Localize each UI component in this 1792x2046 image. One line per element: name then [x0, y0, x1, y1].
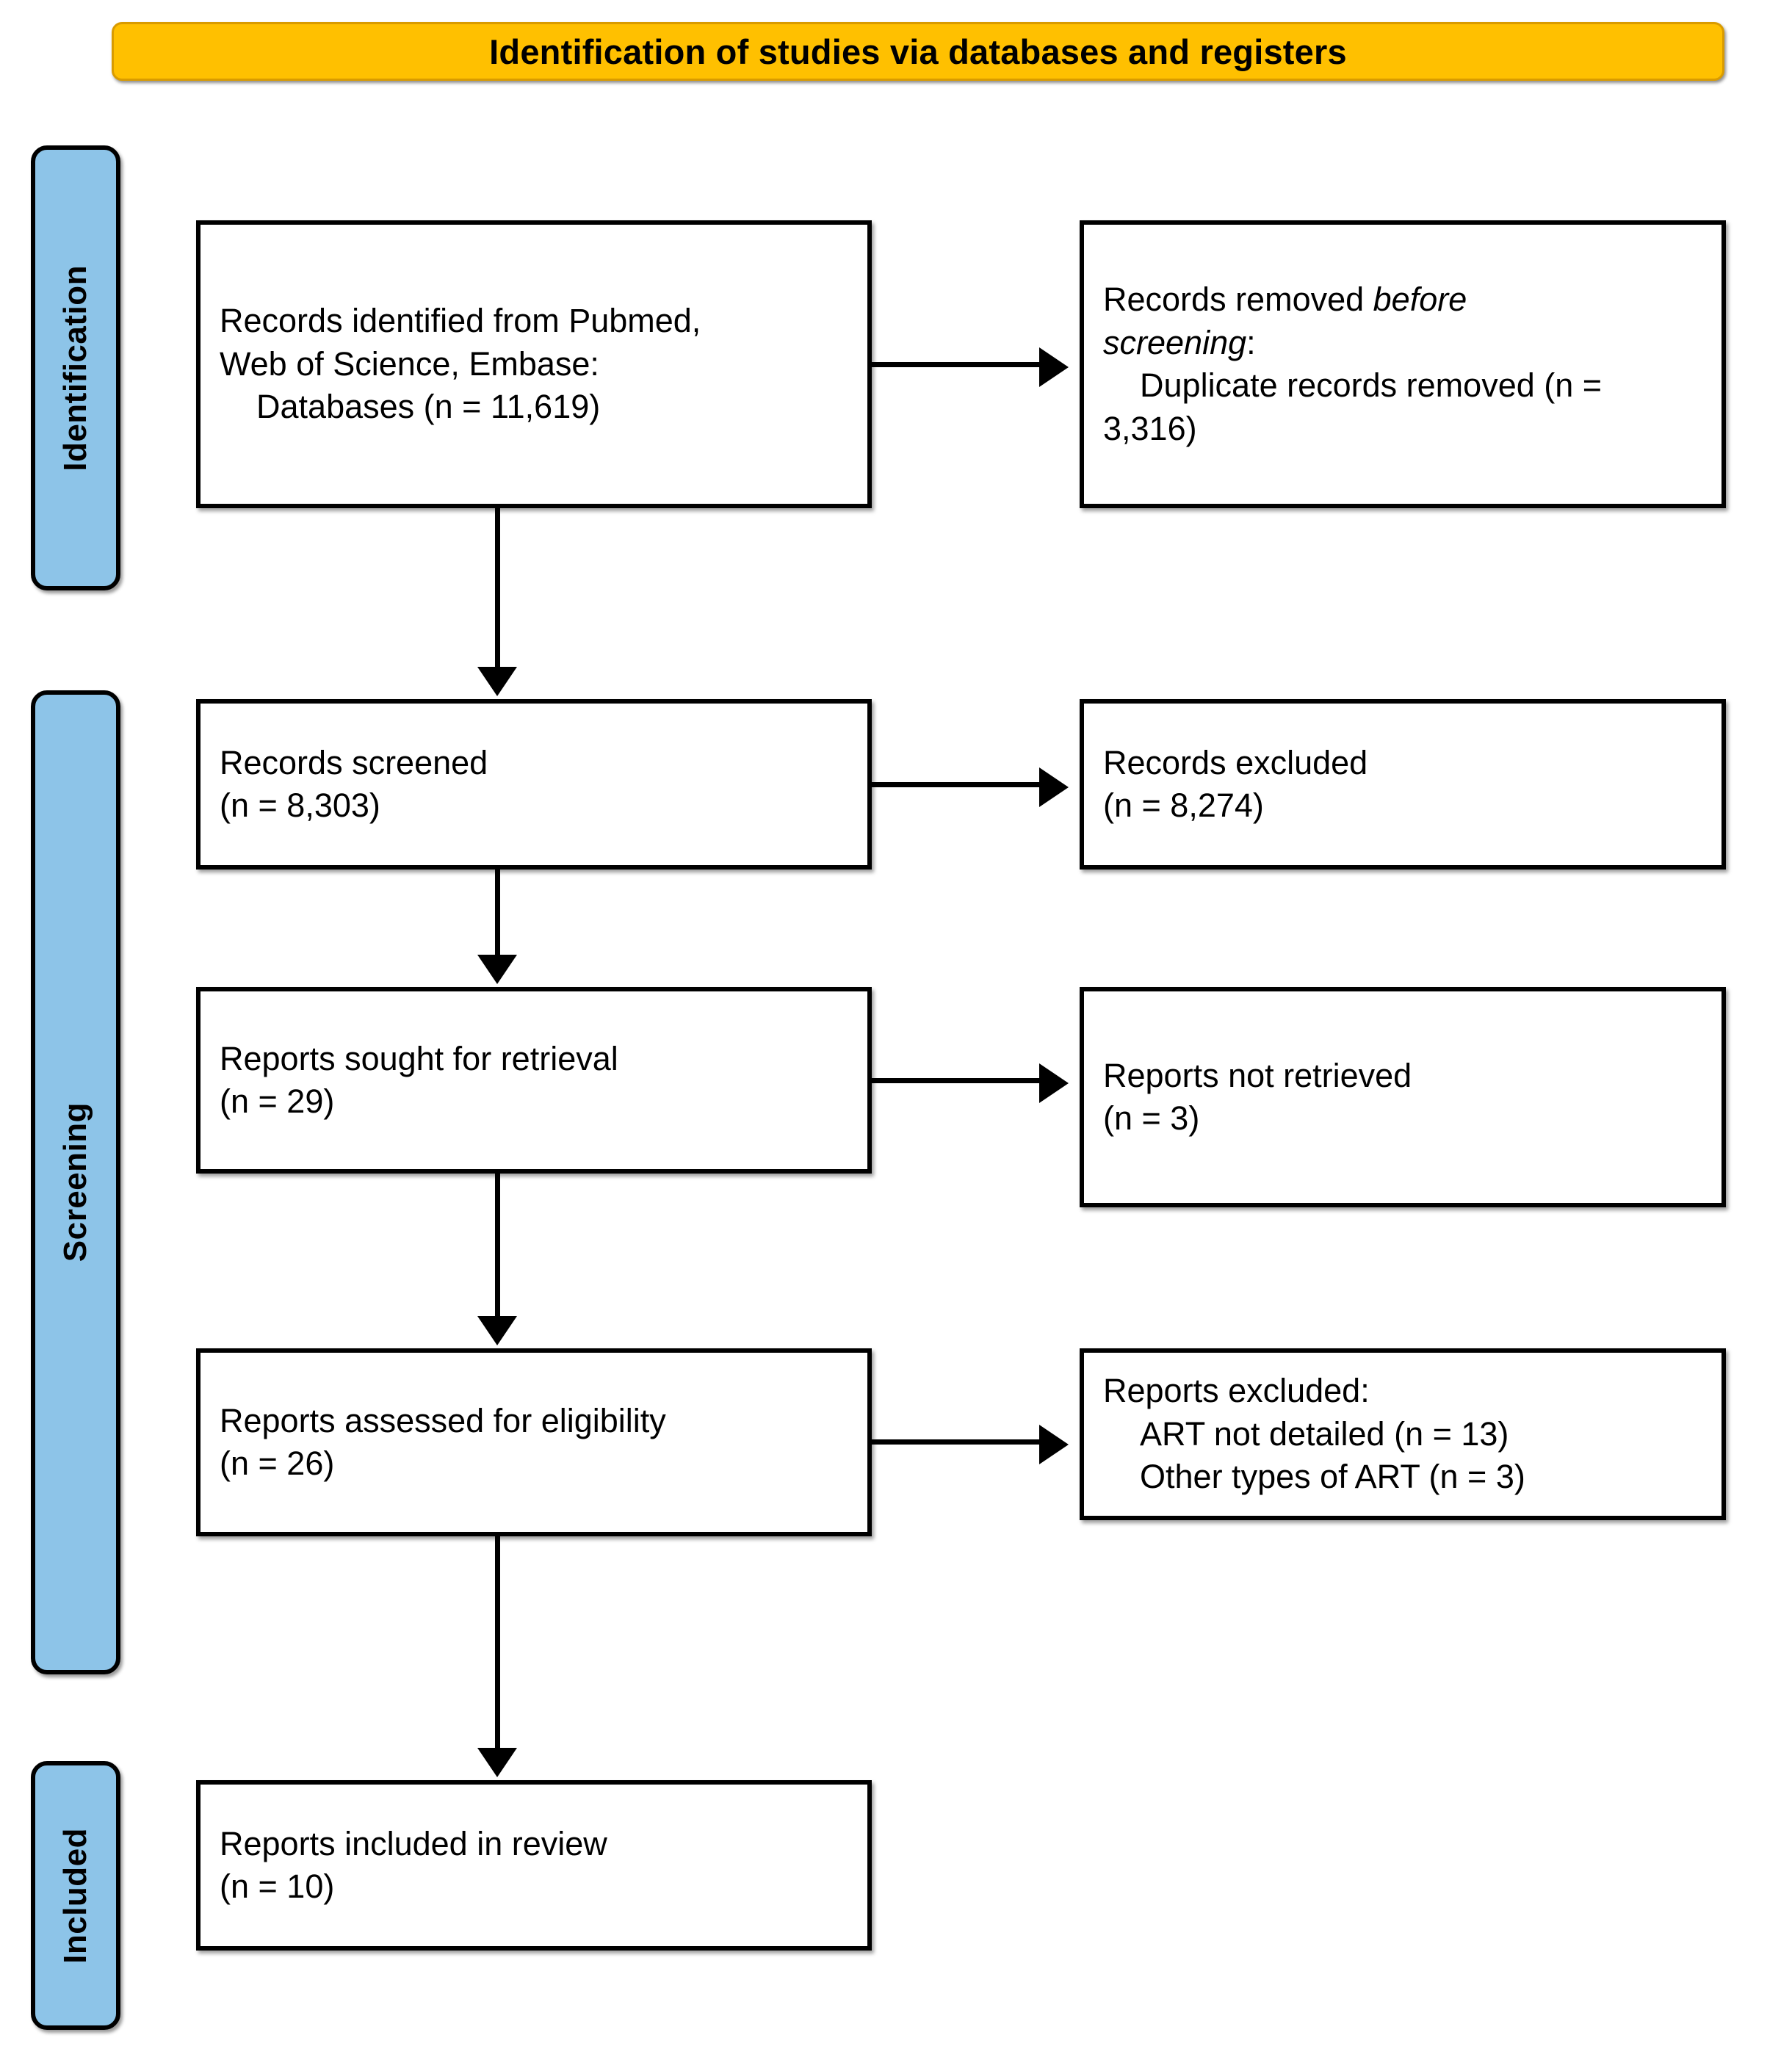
node-reports-excluded: Reports excluded: ART not detailed (n = …	[1080, 1348, 1726, 1520]
node-colon: :	[1246, 323, 1256, 361]
node-text: Reports sought for retrieval (n = 29)	[220, 1038, 848, 1124]
node-text: Reports excluded: ART not detailed (n = …	[1103, 1370, 1702, 1499]
node-text: Records excluded (n = 8,274)	[1103, 742, 1702, 828]
node-records-removed-before-screening: Records removed before screening: Duplic…	[1080, 220, 1726, 508]
stage-label-text: Included	[57, 1827, 93, 1964]
node-italic-screening: screening	[1103, 323, 1247, 361]
node-line-2: (n = 29)	[220, 1082, 335, 1120]
stage-label-included: Included	[31, 1761, 120, 2030]
node-text: Reports included in review (n = 10)	[220, 1823, 848, 1909]
node-line-1: Records identified from Pubmed,	[220, 302, 701, 340]
page-title: Identification of studies via databases …	[489, 32, 1347, 71]
arrow-sought-to-assessed-head-icon	[477, 1316, 517, 1345]
arrow-screened-to-excluded-line	[872, 782, 1041, 787]
arrow-identified-to-screened-head-icon	[477, 667, 517, 696]
node-reports-assessed-for-eligibility: Reports assessed for eligibility (n = 26…	[196, 1348, 872, 1536]
node-reports-sought-for-retrieval: Reports sought for retrieval (n = 29)	[196, 987, 872, 1174]
node-line-2: (n = 10)	[220, 1868, 335, 1905]
node-reports-not-retrieved: Reports not retrieved (n = 3)	[1080, 987, 1726, 1207]
stage-label-text: Identification	[57, 264, 93, 471]
arrow-screened-to-excluded-head-icon	[1039, 767, 1069, 807]
node-line-1: Reports sought for retrieval	[220, 1039, 618, 1077]
node-text: Records screened (n = 8,303)	[220, 742, 848, 828]
arrow-sought-to-not-retrieved-line	[872, 1078, 1041, 1083]
stage-label-screening: Screening	[31, 690, 120, 1674]
arrow-sought-to-not-retrieved-head-icon	[1039, 1063, 1069, 1103]
node-line-1: Reports assessed for eligibility	[220, 1401, 666, 1439]
node-line-2: Web of Science, Embase:	[220, 344, 599, 383]
node-line-1: Reports not retrieved	[1103, 1056, 1412, 1094]
node-reports-included-in-review: Reports included in review (n = 10)	[196, 1780, 872, 1951]
node-text: Reports not retrieved (n = 3)	[1103, 1055, 1702, 1141]
arrow-sought-to-assessed-line	[495, 1174, 500, 1319]
stage-label-text: Screening	[57, 1102, 93, 1262]
node-line-1: Records screened	[220, 743, 488, 781]
node-records-identified: Records identified from Pubmed, Web of S…	[196, 220, 872, 508]
arrow-assessed-to-reports-excluded-line	[872, 1439, 1041, 1445]
node-italic-before: before	[1373, 281, 1467, 318]
node-lead-text: Records removed	[1103, 281, 1373, 318]
arrow-assessed-to-included-head-icon	[477, 1748, 517, 1777]
node-line-2: (n = 26)	[220, 1445, 335, 1482]
node-line-2: (n = 3)	[1103, 1099, 1200, 1137]
node-line-2: (n = 8,274)	[1103, 787, 1264, 824]
node-records-excluded: Records excluded (n = 8,274)	[1080, 699, 1726, 870]
node-line-1: Reports excluded:	[1103, 1372, 1370, 1410]
node-line-1: Records excluded	[1103, 743, 1368, 781]
arrow-identified-to-removed-head-icon	[1039, 347, 1069, 387]
arrow-identified-to-screened-line	[495, 508, 500, 670]
node-text: Records identified from Pubmed, Web of S…	[220, 300, 848, 429]
stage-label-identification: Identification	[31, 145, 120, 590]
node-detail-line: Duplicate records removed (n = 3,316)	[1103, 366, 1611, 447]
diagram-header-banner: Identification of studies via databases …	[112, 22, 1724, 81]
arrow-screened-to-sought-head-icon	[477, 955, 517, 984]
arrow-assessed-to-included-line	[495, 1536, 500, 1751]
node-text: Reports assessed for eligibility (n = 26…	[220, 1400, 848, 1486]
node-records-screened: Records screened (n = 8,303)	[196, 699, 872, 870]
node-text: Records removed before screening: Duplic…	[1103, 278, 1702, 450]
node-line-1: Reports included in review	[220, 1824, 607, 1862]
node-line-2: ART not detailed (n = 13)	[1103, 1414, 1509, 1453]
arrow-identified-to-removed-line	[872, 362, 1041, 367]
node-line-2: (n = 8,303)	[220, 787, 380, 824]
arrow-screened-to-sought-line	[495, 870, 500, 958]
node-line-3: Databases (n = 11,619)	[220, 388, 601, 426]
node-line-3: Other types of ART (n = 3)	[1103, 1458, 1525, 1496]
arrow-assessed-to-reports-excluded-head-icon	[1039, 1425, 1069, 1464]
